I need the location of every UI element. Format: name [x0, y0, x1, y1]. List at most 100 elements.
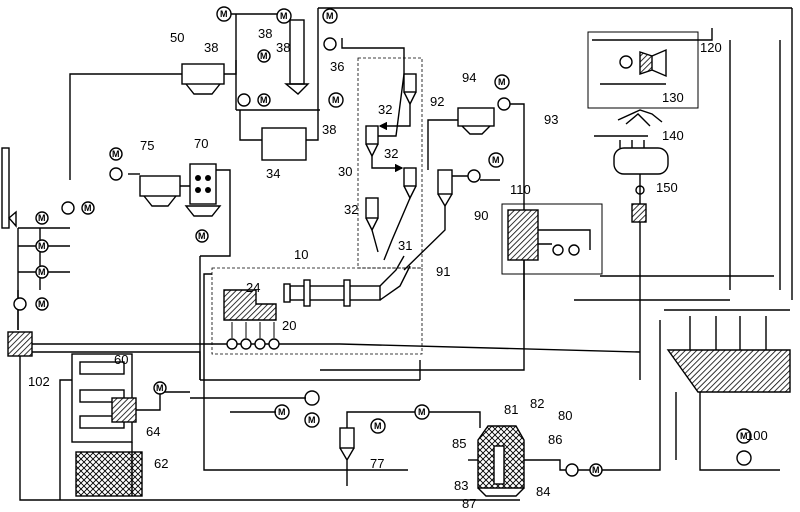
label-31: 31: [398, 238, 412, 253]
motor-symbol: M: [492, 155, 500, 165]
motor: [35, 239, 49, 253]
motor: [109, 147, 123, 161]
motor: [328, 92, 344, 108]
heat-exchanger-64: [111, 397, 137, 423]
fan: [323, 37, 337, 51]
label-94: 94: [462, 70, 476, 85]
label-64: 64: [146, 424, 160, 439]
motor-symbol: M: [308, 415, 316, 425]
unit-62: [75, 451, 143, 497]
motor: [35, 265, 49, 279]
loop-line-38: [235, 60, 320, 111]
left-motor-column: [13, 147, 123, 311]
motor: [35, 297, 49, 311]
motor: [494, 74, 510, 90]
cyclone-77: [339, 427, 355, 449]
fan: [736, 450, 752, 466]
label-34: 34: [266, 166, 280, 181]
label-32c: 32: [344, 202, 358, 217]
label-120: 120: [700, 40, 722, 55]
grate-100: [666, 349, 791, 393]
exchanger-outlet-line: [32, 343, 641, 353]
motor: [565, 463, 579, 477]
label-85: 85: [452, 436, 466, 451]
motor-symbol: M: [156, 383, 164, 393]
motor-symbol: M: [260, 95, 268, 105]
motor-symbol: M: [280, 11, 288, 21]
motor: [370, 418, 386, 434]
tower-36: [289, 19, 305, 85]
generator-120: [619, 55, 633, 69]
filter-94: [457, 107, 495, 127]
label-38b: 38: [258, 26, 272, 41]
unit-130: [617, 109, 663, 123]
motor-symbol: M: [84, 203, 92, 213]
motor-symbol: M: [38, 241, 46, 251]
label-77: 77: [370, 456, 384, 471]
filter-50: [181, 63, 225, 85]
label-102: 102: [28, 374, 50, 389]
motor: [276, 8, 292, 24]
unit-34: [261, 127, 307, 161]
label-24: 24: [246, 280, 260, 295]
label-20: 20: [282, 318, 296, 333]
label-92: 92: [430, 94, 444, 109]
motor: [195, 229, 209, 243]
fan: [304, 390, 320, 406]
label-60: 60: [114, 352, 128, 367]
motor-symbol: M: [592, 465, 600, 475]
fan: [237, 93, 251, 107]
motor-symbol: M: [498, 77, 506, 87]
line-93: [510, 103, 525, 300]
label-75: 75: [140, 138, 154, 153]
motor-symbol: M: [38, 267, 46, 277]
label-81: 81: [504, 402, 518, 417]
cyclone-90: [437, 169, 453, 195]
cooler-20: [223, 289, 277, 321]
motor-symbol: M: [278, 407, 286, 417]
fan: [13, 297, 27, 311]
fan: [109, 167, 123, 181]
unit-110: [507, 209, 539, 261]
motor: [304, 412, 320, 428]
motor-symbol: M: [260, 51, 268, 61]
label-82: 82: [530, 396, 544, 411]
label-62: 62: [154, 456, 168, 471]
stack-flare: [8, 210, 17, 228]
label-90: 90: [474, 208, 488, 223]
motor-glyphs: M M M M M M M M M M M M M M M M M M M M …: [38, 9, 748, 475]
label-150: 150: [656, 180, 678, 195]
motor-symbol: M: [332, 95, 340, 105]
motor-symbol: M: [198, 231, 206, 241]
motor-symbol: M: [326, 11, 334, 21]
exhaust-stack: [1, 147, 10, 229]
frame-110: [501, 203, 603, 275]
label-87: 87: [462, 496, 476, 511]
filter-75: [139, 175, 181, 197]
label-100: 100: [746, 428, 768, 443]
motor-symbol: M: [38, 299, 46, 309]
motor-symbol: M: [418, 407, 426, 417]
motor: [153, 381, 167, 395]
label-84: 84: [536, 484, 550, 499]
label-38d: 38: [322, 122, 336, 137]
unit-70: [189, 163, 217, 205]
motor: [322, 8, 338, 24]
motor: [81, 201, 95, 215]
label-86: 86: [548, 432, 562, 447]
motor-symbol: M: [38, 213, 46, 223]
motor: [736, 428, 752, 444]
label-50: 50: [170, 30, 184, 45]
motor-symbol: M: [112, 149, 120, 159]
label-38a: 38: [204, 40, 218, 55]
label-30: 30: [338, 164, 352, 179]
label-80: 80: [558, 408, 572, 423]
turbine-120: [639, 51, 653, 75]
label-130: 130: [662, 90, 684, 105]
motor: [257, 93, 271, 107]
label-32a: 32: [378, 102, 392, 117]
label-36: 36: [330, 59, 344, 74]
heat-exchanger-102: [7, 331, 33, 357]
filter-50-inlet-line: [69, 73, 182, 180]
bottom-return-line: [19, 356, 520, 501]
